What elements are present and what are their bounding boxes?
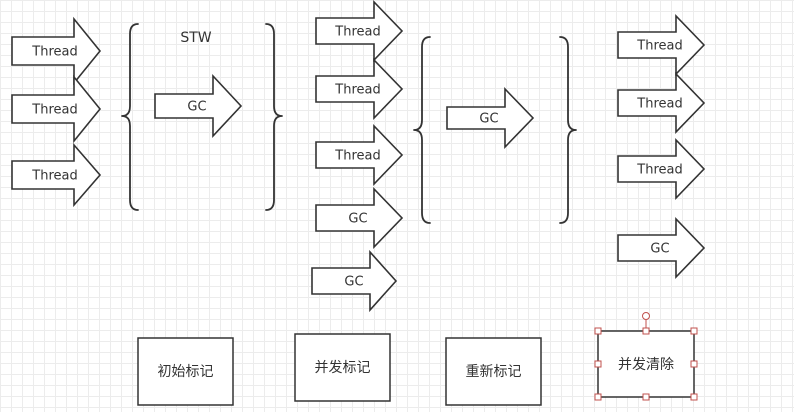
gc-arrow: GC — [154, 73, 243, 139]
phase-box-concurrent-sweep[interactable]: 并发清除 — [597, 330, 695, 398]
resize-handle-s[interactable] — [642, 393, 650, 401]
gc-arrow: GC — [446, 87, 535, 149]
arrow-label: Thread — [334, 149, 380, 164]
gc-arrow: GC — [311, 249, 398, 313]
phase-box-concurrent-mark[interactable]: 并发标记 — [294, 333, 391, 402]
arrow-label: Thread — [31, 169, 77, 184]
thread-arrow: Thread — [315, 124, 404, 186]
resize-handle-n[interactable] — [642, 327, 650, 335]
arrow-label: Thread — [636, 97, 682, 112]
arrow-label: Thread — [334, 83, 380, 98]
arrow-label: GC — [650, 242, 669, 257]
thread-arrow: Thread — [315, 0, 404, 62]
left-brace — [413, 36, 431, 224]
phase-box-initial-mark[interactable]: 初始标记 — [137, 337, 234, 406]
gc-arrow: GC — [617, 217, 706, 279]
arrow-label: GC — [479, 112, 498, 127]
resize-handle-w[interactable] — [594, 360, 602, 368]
phase-box-remark[interactable]: 重新标记 — [445, 337, 542, 406]
arrow-label: GC — [344, 275, 363, 290]
left-brace — [121, 23, 139, 211]
thread-arrow: Thread — [11, 16, 102, 86]
rotate-handle[interactable] — [642, 312, 650, 320]
gc-arrow: GC — [315, 187, 404, 249]
resize-handle-ne[interactable] — [690, 327, 698, 335]
arrow-label: GC — [348, 212, 367, 227]
arrow-label: Thread — [636, 39, 682, 54]
thread-arrow: Thread — [11, 74, 102, 144]
arrow-label: Thread — [636, 163, 682, 178]
arrow-label: GC — [187, 100, 206, 115]
phase-label: 初始标记 — [158, 363, 214, 380]
phase-label: 并发清除 — [618, 357, 674, 373]
resize-handle-nw[interactable] — [594, 327, 602, 335]
thread-arrow: Thread — [11, 142, 102, 208]
thread-arrow: Thread — [617, 138, 706, 200]
thread-arrow: Thread — [617, 72, 706, 134]
resize-handle-se[interactable] — [690, 393, 698, 401]
arrow-label: Thread — [31, 103, 77, 118]
arrow-label: Thread — [31, 45, 77, 60]
phase-label: 并发标记 — [315, 360, 371, 376]
resize-handle-e[interactable] — [690, 360, 698, 368]
thread-arrow: Thread — [315, 58, 404, 120]
arrow-label: Thread — [334, 25, 380, 40]
selection-handles[interactable] — [594, 312, 698, 401]
right-brace — [559, 36, 577, 224]
thread-arrow: Thread — [617, 14, 706, 76]
resize-handle-sw[interactable] — [594, 393, 602, 401]
phase-label: 重新标记 — [466, 364, 522, 380]
right-brace — [265, 23, 283, 211]
stw-label: STW — [180, 30, 211, 46]
